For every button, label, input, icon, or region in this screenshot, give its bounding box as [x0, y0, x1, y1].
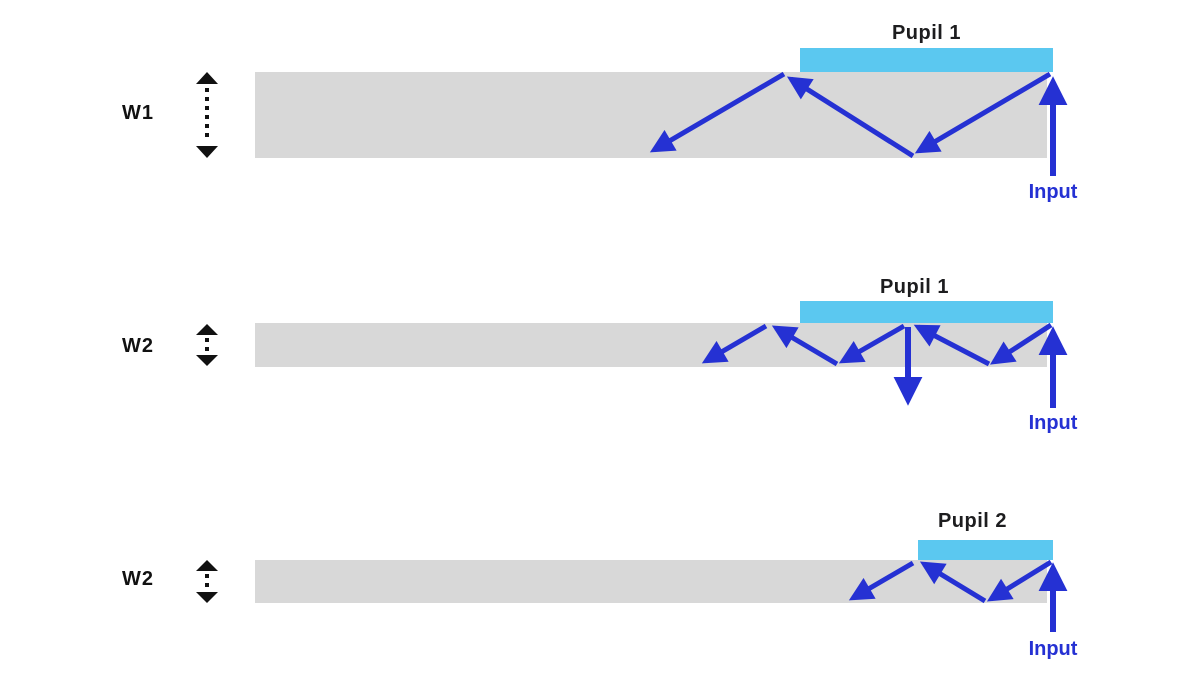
- waveguide-slab-2: [255, 323, 1047, 367]
- measure-arrowhead-up-icon: [196, 560, 218, 571]
- measure-arrowhead-down-icon: [196, 146, 218, 158]
- pupil-label-1: Pupil 1: [891, 22, 962, 44]
- waveguide-slab-3: [255, 560, 1047, 603]
- pupil-label-2: Pupil 1: [879, 276, 950, 298]
- thickness-label-3: W2: [122, 568, 154, 590]
- input-label-3: Input: [1028, 638, 1078, 660]
- pupil-bar-1: [800, 48, 1053, 72]
- waveguide-slab-1: [255, 72, 1047, 158]
- pupil-bar-2: [800, 301, 1053, 323]
- thickness-measure-arrow-2: [196, 324, 218, 366]
- measure-arrowhead-down-icon: [196, 355, 218, 366]
- thickness-measure-arrow-1: [196, 72, 218, 158]
- input-label-2: Input: [1028, 412, 1078, 434]
- input-label-1: Input: [1028, 181, 1078, 203]
- pupil-label-3: Pupil 2: [937, 510, 1008, 532]
- measure-arrowhead-up-icon: [196, 72, 218, 84]
- thickness-label-1: W1: [122, 102, 154, 124]
- thickness-label-2: W2: [122, 335, 154, 357]
- thickness-measure-arrow-3: [196, 560, 218, 603]
- measure-arrowhead-up-icon: [196, 324, 218, 335]
- measure-arrowhead-down-icon: [196, 592, 218, 603]
- pupil-bar-3: [918, 540, 1053, 560]
